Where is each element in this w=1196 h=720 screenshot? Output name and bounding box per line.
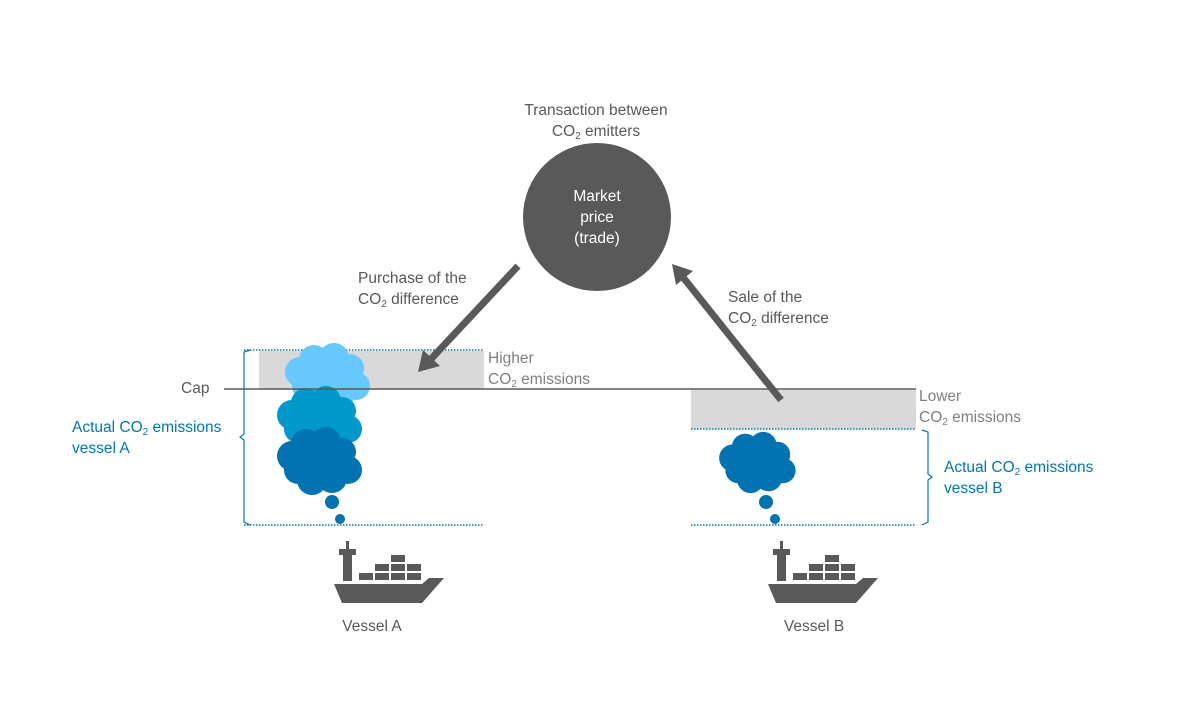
co2-subscript: 2 <box>511 379 517 390</box>
co2-subscript: 2 <box>942 417 948 428</box>
sale-label-line1: Sale of the <box>728 289 803 306</box>
co2-text: CO <box>551 123 576 140</box>
purchase-label-line1: Purchase of the <box>358 270 467 287</box>
co2-subscript: 2 <box>1014 467 1021 478</box>
cap-label: Cap <box>181 380 210 397</box>
actual-co2-text: Actual CO <box>72 419 143 436</box>
higher-emissions-label: Higher CO2 emissions <box>488 348 590 390</box>
actual-a-line1: Actual CO2 emissions <box>72 417 221 438</box>
lower-emissions-band <box>691 390 916 429</box>
market-price-label: Market price (trade) <box>537 186 657 249</box>
market-caption-line1: Transaction between <box>524 102 668 119</box>
emitters-text: emitters <box>580 123 641 140</box>
vessel-b-brace <box>921 429 933 526</box>
market-price-circle <box>523 143 671 291</box>
actual-b-line2: vessel B <box>944 480 1003 497</box>
co2-subscript: 2 <box>142 427 149 438</box>
cloud-b-icon <box>719 431 796 494</box>
purchase-label-line2: CO2 difference <box>358 289 467 310</box>
market-caption-line2: CO2 emitters <box>496 121 696 142</box>
co2-text: CO <box>488 371 512 388</box>
actual-emissions-b-label: Actual CO2 emissions vessel B <box>944 457 1093 499</box>
co2-text: CO <box>919 409 943 426</box>
higher-label-line1: Higher <box>488 350 534 367</box>
actual-a-line2: vessel A <box>72 440 130 457</box>
emissions-text: emissions <box>516 371 591 388</box>
vessel-b-ship-icon <box>768 541 878 603</box>
co2-subscript: 2 <box>575 131 581 142</box>
actual-b-line1: Actual CO2 emissions <box>944 457 1093 478</box>
purchase-arrow-icon <box>418 263 521 372</box>
market-price-line3: (trade) <box>574 230 620 247</box>
emissions-text: emissions <box>1020 459 1094 476</box>
co2-subscript: 2 <box>751 318 757 329</box>
smoke-puff-a-large <box>325 495 339 509</box>
lower-label-line2: CO2 emissions <box>919 407 1021 428</box>
emissions-text: emissions <box>947 409 1022 426</box>
smoke-puff-a-small <box>335 514 345 524</box>
vessel-b-label: Vessel B <box>783 618 845 635</box>
higher-label-line2: CO2 emissions <box>488 369 590 390</box>
co2-subscript: 2 <box>381 299 387 310</box>
market-price-line1: Market <box>573 188 621 205</box>
sale-arrow-icon <box>672 264 784 403</box>
purchase-label: Purchase of the CO2 difference <box>358 268 467 310</box>
co2-text: CO <box>728 310 752 327</box>
smoke-puff-b-large <box>759 495 773 509</box>
smoke-puff-b-small <box>770 514 780 524</box>
lower-label-line1: Lower <box>919 388 962 405</box>
actual-emissions-a-label: Actual CO2 emissions vessel A <box>72 417 221 459</box>
market-caption: Transaction between CO2 emitters <box>496 100 696 142</box>
actual-co2-text: Actual CO <box>944 459 1015 476</box>
vessel-a-ship-icon <box>334 541 444 603</box>
difference-text: difference <box>386 291 459 308</box>
vessel-a-label: Vessel A <box>342 618 402 635</box>
sale-label: Sale of the CO2 difference <box>728 287 829 329</box>
vessel-a-brace <box>239 349 251 526</box>
sale-label-line2: CO2 difference <box>728 308 829 329</box>
market-price-line2: price <box>580 209 614 226</box>
difference-text: difference <box>756 310 829 327</box>
lower-emissions-label: Lower CO2 emissions <box>919 386 1021 428</box>
emissions-text: emissions <box>148 419 222 436</box>
co2-text: CO <box>358 291 382 308</box>
